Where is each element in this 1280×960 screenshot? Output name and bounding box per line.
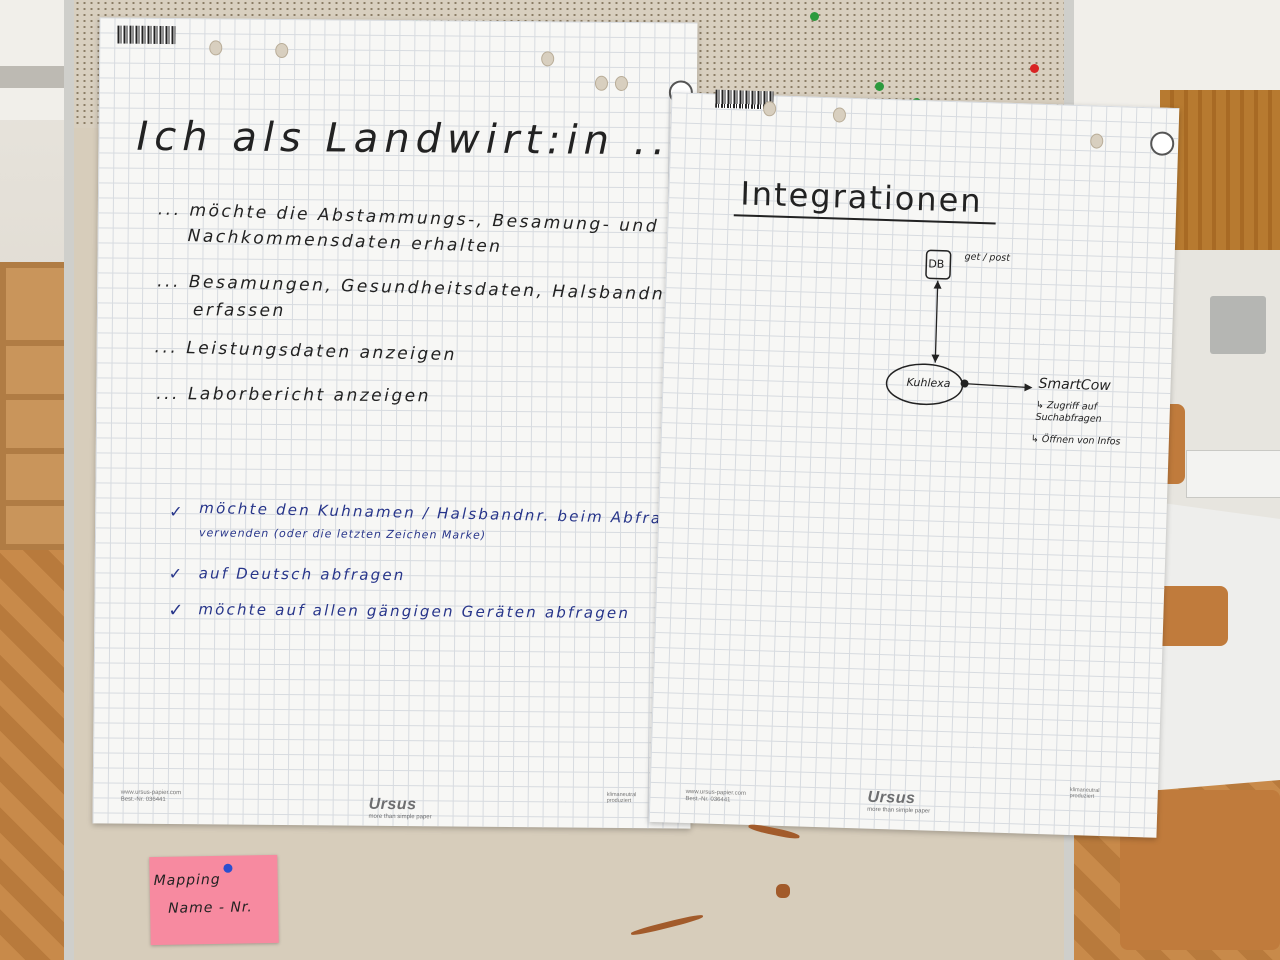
ceiling-light: [0, 66, 64, 88]
db-link-line: [934, 280, 939, 363]
check-mark-icon: ✓: [168, 564, 183, 584]
climate-badge: klimaneutral produziert: [606, 791, 637, 805]
punch-hole: [275, 42, 289, 59]
requirement-1-line2: Nachkommensdaten erhalten: [187, 226, 503, 258]
requirement-4: ... Laborbericht anzeigen: [156, 383, 431, 407]
pin: [1030, 64, 1039, 73]
arrow-right-icon: [1024, 383, 1033, 392]
target-note-1: ↳ Zugriff auf Suchabfragen: [1035, 399, 1102, 425]
paper-maker-info: www.ursus-papier.com Best.-Nr. 036441: [121, 790, 181, 805]
sticky-line-1: Mapping: [153, 871, 221, 890]
pin: [875, 82, 884, 91]
integration-diagram: [885, 249, 1033, 406]
db-note: get / post: [964, 251, 1011, 264]
hub-label: Kuhlexa: [906, 375, 951, 391]
flipchart-sheet-right: Integrationen DB get / post Kuhlexa Smar…: [648, 89, 1180, 838]
wish-1-line2: verwenden (oder die letzten Zeichen Mark…: [198, 526, 487, 542]
flipchart-sheet-left: Ich als Landwirt:in .... ... möchte die …: [92, 17, 709, 829]
target-label: SmartCow: [1038, 375, 1111, 395]
punch-hole: [209, 40, 223, 56]
paper-order-number: Best.-Nr. 036441: [120, 796, 166, 804]
pin: [223, 863, 233, 873]
smartcow-link-line: [962, 382, 1031, 389]
punch-hole: [594, 75, 609, 91]
db-label: DB: [928, 257, 945, 271]
stain: [776, 884, 790, 898]
paper-towel-dispenser: [1210, 296, 1266, 354]
sticky-line-2: Name - Nr.: [168, 899, 253, 917]
wish-1-line1: möchte den Kuhnamen / Halsbandnr. beim A…: [199, 498, 698, 529]
paper-maker-info: www.ursus-papier.com Best.-Nr. 036441: [685, 789, 746, 805]
connector-dot: [960, 379, 969, 388]
requirement-3: ... Leistungsdaten anzeigen: [154, 337, 458, 366]
pin: [810, 12, 819, 21]
arrow-up-icon: [933, 280, 942, 289]
wish-2: auf Deutsch abfragen: [198, 564, 406, 585]
wood-paneling: [1160, 90, 1280, 250]
punch-hole: [614, 75, 629, 92]
punch-hole: [541, 51, 555, 67]
sink: [1186, 450, 1280, 498]
check-mark-icon: ✓: [169, 502, 183, 522]
ursus-logo: Ursus more than simple paper: [369, 796, 432, 821]
requirement-2-line2: erfassen: [192, 300, 286, 322]
check-mark-icon: ✓: [168, 600, 184, 622]
climate-badge: klimaneutral produziert: [1069, 787, 1100, 800]
barcode: [117, 25, 176, 45]
brand-name: Ursus: [368, 795, 417, 814]
arrow-down-icon: [931, 354, 940, 363]
sticky-note: Mapping Name - Nr.: [149, 854, 279, 946]
db-box: [925, 249, 952, 280]
sheet-title: Ich als Landwirt:in ....: [136, 113, 709, 165]
ursus-logo: Ursus more than simple paper: [867, 789, 931, 815]
brand-tagline: more than simple paper: [368, 813, 432, 821]
brand-name: Ursus: [867, 788, 916, 808]
wish-3: möchte auf allen gängigen Geräten abfrag…: [198, 600, 631, 623]
